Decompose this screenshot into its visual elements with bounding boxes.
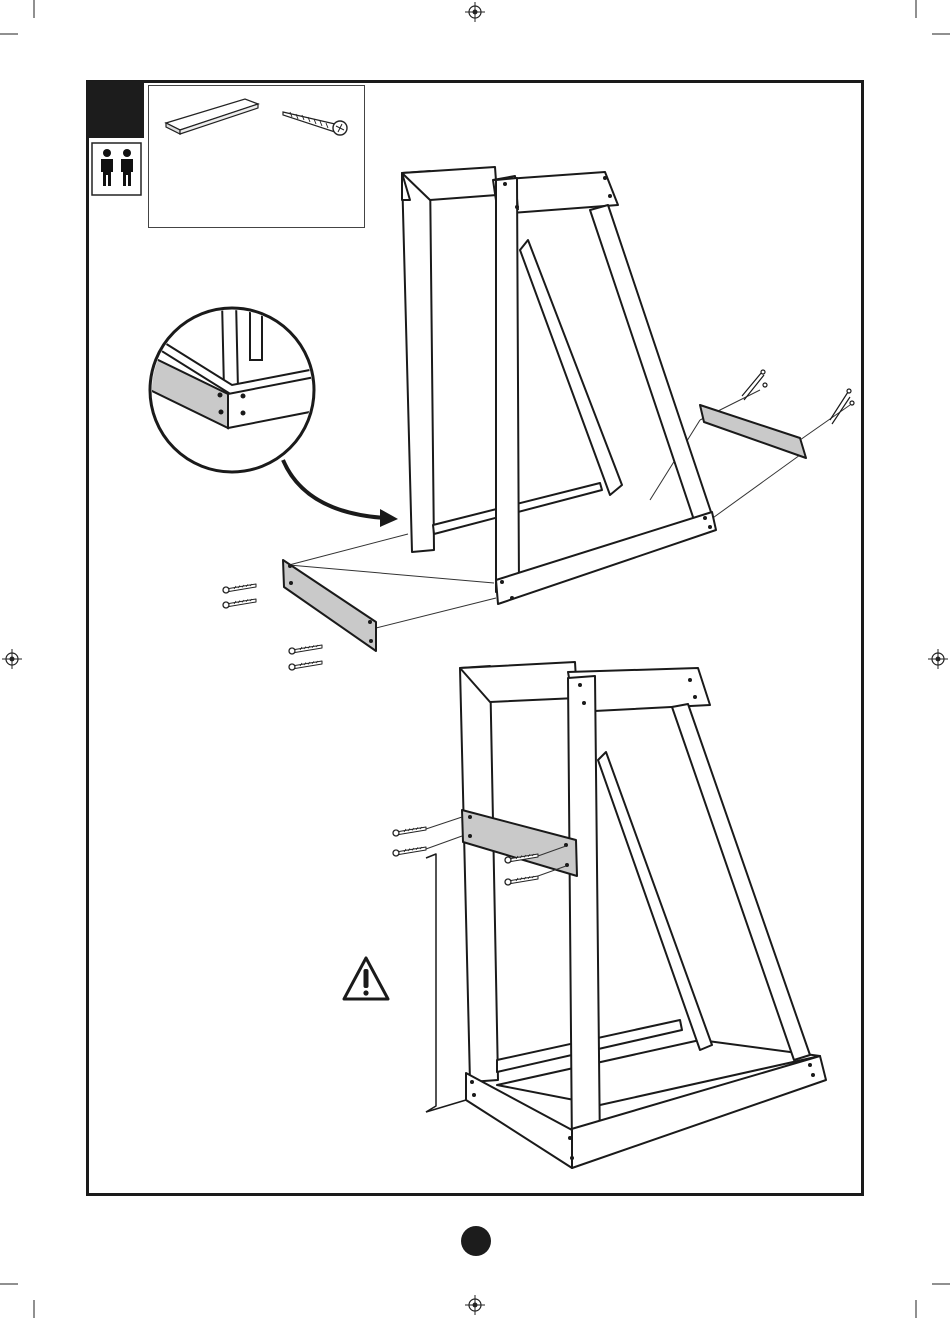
page-number-badge xyxy=(461,1226,491,1256)
registration-mark-top xyxy=(465,2,485,22)
top-frame-illustration xyxy=(223,167,854,670)
bottom-frame-illustration xyxy=(393,662,826,1168)
two-person-icon xyxy=(92,143,141,195)
registration-mark-left xyxy=(2,649,22,669)
detail-callout xyxy=(150,300,398,527)
registration-mark-bottom xyxy=(465,1295,485,1315)
parts-box xyxy=(149,86,365,228)
warning-icon xyxy=(344,958,388,999)
step-number-block xyxy=(87,81,144,138)
registration-mark-right xyxy=(928,649,948,669)
